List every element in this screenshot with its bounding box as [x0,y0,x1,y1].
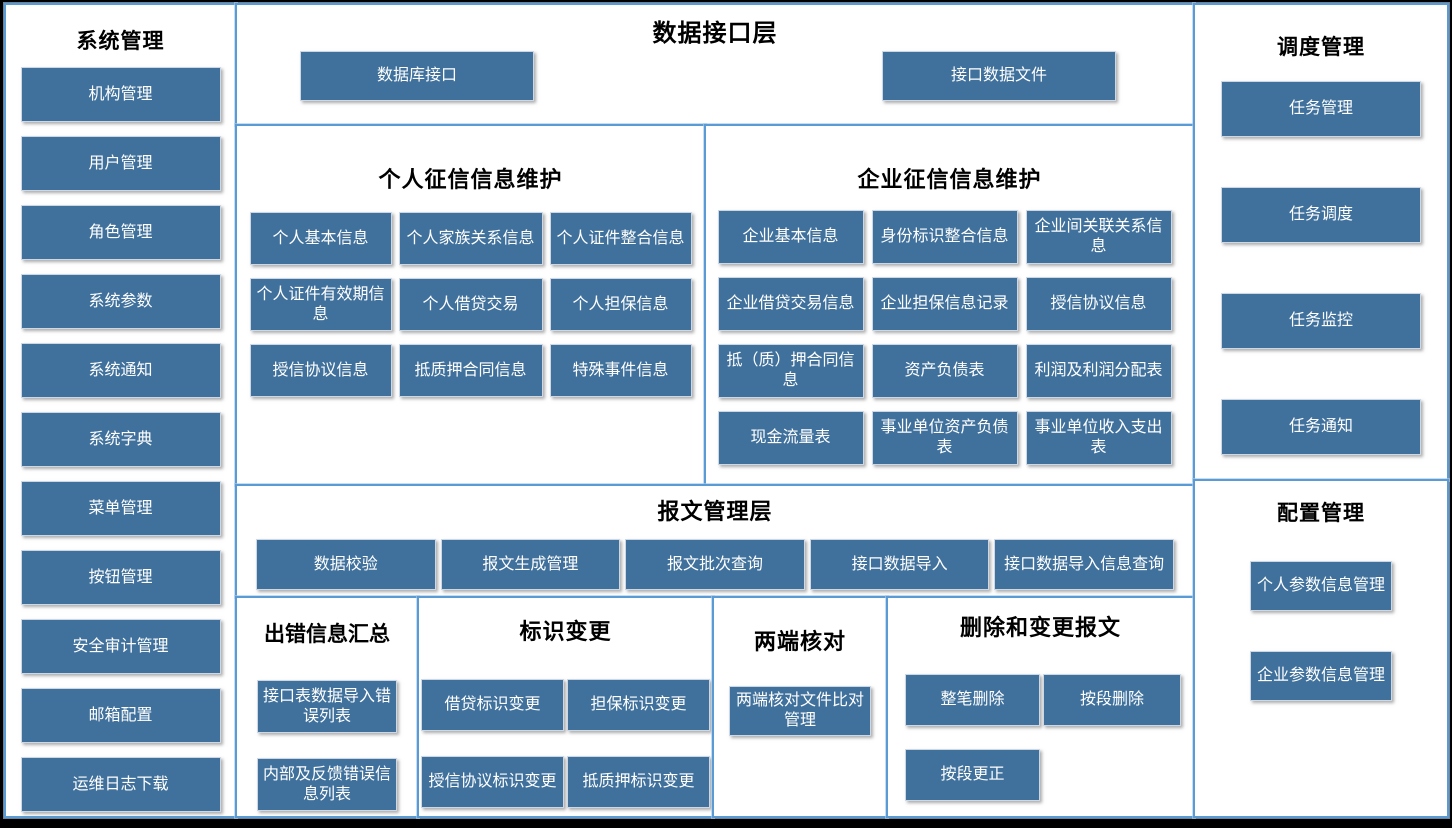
panel-system-management: 系统管理 机构管理 用户管理 角色管理 系统参数 系统通知 系统字典 菜单管理 … [4,3,237,818]
enterprise-item-button[interactable]: 企业间关联关系信息 [1025,210,1172,264]
personal-item-button[interactable]: 抵质押合同信息 [398,344,543,397]
schedule-item-button[interactable]: 任务管理 [1221,81,1421,137]
enterprise-item-button[interactable]: 现金流量表 [717,411,864,465]
panel-title: 企业征信信息维护 [857,167,1042,192]
enterprise-item-button[interactable]: 企业担保信息记录 [871,277,1018,331]
panel-title: 报文管理层 [657,499,773,524]
personal-item-button[interactable]: 特殊事件信息 [549,344,692,397]
panel-config-management: 配置管理 个人参数信息管理 企业参数信息管理 [1193,479,1449,818]
error-button-column: 接口表数据导入错误列表 内部及反馈错误信息列表 [237,680,417,811]
panel-title: 系统管理 [76,30,165,53]
message-item-button[interactable]: 报文批次查询 [625,539,805,590]
schedule-item-button[interactable]: 任务调度 [1221,187,1421,243]
enterprise-item-button[interactable]: 企业借贷交易信息 [717,277,864,331]
enterprise-item-button[interactable]: 抵（质）押合同信息 [717,344,864,398]
config-button-column: 个人参数信息管理 企业参数信息管理 [1195,561,1447,701]
panel-two-end-check: 两端核对 两端核对文件比对管理 [712,596,888,818]
personal-item-button[interactable]: 个人家族关系信息 [398,212,543,265]
delete-item-button[interactable]: 按段更正 [905,749,1040,801]
schedule-button-column: 任务管理 任务调度 任务监控 任务通知 [1195,81,1447,455]
delete-item-button[interactable]: 按段删除 [1043,674,1181,726]
personal-item-button[interactable]: 个人基本信息 [249,212,392,265]
identifier-change-button[interactable]: 抵质押标识变更 [567,756,710,808]
panel-title: 删除和变更报文 [959,615,1121,640]
panel-message-management-layer: 报文管理层 数据校验 报文生成管理 报文批次查询 接口数据导入 接口数据导入信息… [235,484,1195,598]
system-item-button[interactable]: 机构管理 [20,67,221,122]
message-item-button[interactable]: 报文生成管理 [440,539,621,590]
enterprise-item-button[interactable]: 事业单位收入支出表 [1025,411,1172,465]
personal-item-button[interactable]: 个人证件有效期信息 [249,278,392,331]
panel-personal-credit-maintenance: 个人征信信息维护 个人基本信息 个人家族关系信息 个人证件整合信息 个人证件有效… [235,124,706,486]
check-item-button[interactable]: 两端核对文件比对管理 [729,686,871,736]
system-item-button[interactable]: 运维日志下载 [20,757,221,812]
system-item-button[interactable]: 菜单管理 [20,481,221,536]
panel-title: 数据接口层 [652,20,778,47]
error-item-button[interactable]: 内部及反馈错误信息列表 [257,758,397,811]
message-item-button[interactable]: 接口数据导入信息查询 [994,539,1174,590]
enterprise-item-button[interactable]: 事业单位资产负债表 [871,411,1018,465]
panel-enterprise-credit-maintenance: 企业征信信息维护 企业基本信息 身份标识整合信息 企业间关联关系信息 企业借贷交… [704,124,1195,486]
database-interface-button[interactable]: 数据库接口 [300,51,534,101]
enterprise-button-grid: 企业基本信息 身份标识整合信息 企业间关联关系信息 企业借贷交易信息 企业担保信… [717,210,1182,465]
system-button-column: 机构管理 用户管理 角色管理 系统参数 系统通知 系统字典 菜单管理 按钮管理 … [6,67,235,812]
personal-item-button[interactable]: 授信协议信息 [249,344,392,397]
system-item-button[interactable]: 角色管理 [20,205,221,260]
system-item-button[interactable]: 系统字典 [20,412,221,467]
enterprise-item-button[interactable]: 授信协议信息 [1025,277,1172,331]
identifier-change-button[interactable]: 担保标识变更 [567,679,710,731]
panel-identifier-change: 标识变更 借贷标识变更 担保标识变更 授信协议标识变更 抵质押标识变更 [417,596,714,818]
config-item-button[interactable]: 企业参数信息管理 [1250,651,1392,701]
system-item-button[interactable]: 系统通知 [20,343,221,398]
panel-title: 出错信息汇总 [264,623,390,646]
delete-button-grid: 整笔删除 按段删除 按段更正 [905,674,1181,801]
panel-title: 配置管理 [1277,502,1365,525]
enterprise-item-button[interactable]: 资产负债表 [871,344,1018,398]
identifier-change-button[interactable]: 授信协议标识变更 [421,756,564,808]
system-item-button[interactable]: 邮箱配置 [20,688,221,743]
system-item-button[interactable]: 系统参数 [20,274,221,329]
system-item-button[interactable]: 按钮管理 [20,550,221,605]
panel-data-interface-layer: 数据接口层 数据库接口 接口数据文件 [235,3,1195,126]
panel-title: 标识变更 [519,619,612,644]
enterprise-item-button[interactable]: 企业基本信息 [717,210,864,264]
message-item-button[interactable]: 接口数据导入 [809,539,990,590]
identifier-change-button[interactable]: 借贷标识变更 [421,679,564,731]
schedule-item-button[interactable]: 任务监控 [1221,293,1421,349]
config-item-button[interactable]: 个人参数信息管理 [1250,561,1392,611]
enterprise-item-button[interactable]: 利润及利润分配表 [1025,344,1172,398]
enterprise-item-button[interactable]: 身份标识整合信息 [871,210,1018,264]
delete-item-button[interactable]: 整笔删除 [905,674,1040,726]
interface-data-file-button[interactable]: 接口数据文件 [882,51,1116,101]
system-item-button[interactable]: 用户管理 [20,136,221,191]
message-button-row: 数据校验 报文生成管理 报文批次查询 接口数据导入 接口数据导入信息查询 [256,539,1174,590]
personal-item-button[interactable]: 个人担保信息 [549,278,692,331]
panel-delete-change-message: 删除和变更报文 整笔删除 按段删除 按段更正 [886,596,1195,818]
schedule-item-button[interactable]: 任务通知 [1221,399,1421,455]
personal-item-button[interactable]: 个人证件整合信息 [549,212,692,265]
panel-title: 个人征信信息维护 [378,167,563,192]
personal-item-button[interactable]: 个人借贷交易 [398,278,543,331]
identifier-change-grid: 借贷标识变更 担保标识变更 授信协议标识变更 抵质押标识变更 [421,679,710,808]
panel-error-summary: 出错信息汇总 接口表数据导入错误列表 内部及反馈错误信息列表 [235,596,419,818]
check-button-column: 两端核对文件比对管理 [714,686,886,736]
system-item-button[interactable]: 安全审计管理 [20,619,221,674]
message-item-button[interactable]: 数据校验 [256,539,436,590]
panel-title: 调度管理 [1277,36,1365,59]
panel-schedule-management: 调度管理 任务管理 任务调度 任务监控 任务通知 [1193,3,1449,481]
panel-title: 两端核对 [753,629,846,654]
error-item-button[interactable]: 接口表数据导入错误列表 [257,680,397,733]
personal-button-grid: 个人基本信息 个人家族关系信息 个人证件整合信息 个人证件有效期信息 个人借贷交… [249,212,692,397]
